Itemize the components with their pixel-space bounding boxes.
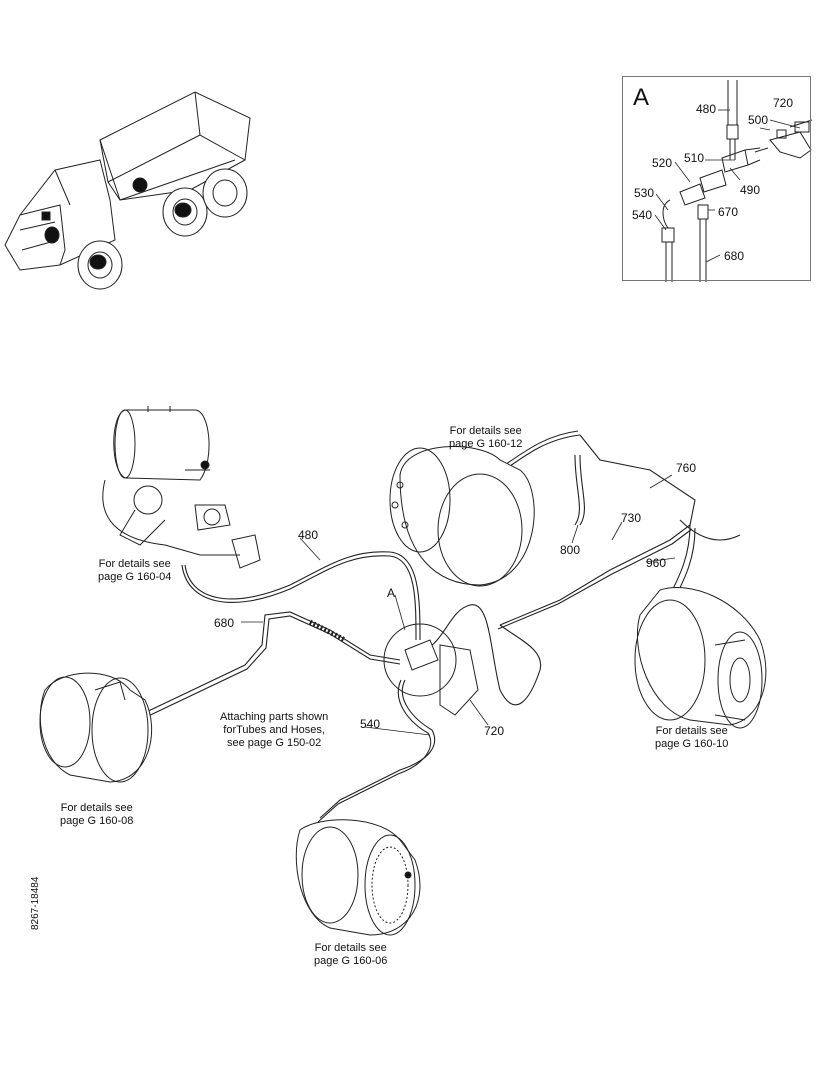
leader-lines xyxy=(241,109,801,736)
wheel-bottom-drawing xyxy=(295,819,421,936)
figure-id: 8267-18484 xyxy=(30,876,41,930)
wheel-left-drawing xyxy=(39,672,152,783)
note-wheel-top-right: For details see page G 160-12 xyxy=(449,425,522,451)
note-line: page G 160-10 xyxy=(655,738,729,750)
junction-a-detail xyxy=(383,623,479,716)
callout-480: 480 xyxy=(298,528,319,542)
inset-callout-510: 510 xyxy=(684,151,705,165)
note-line: page G 160-04 xyxy=(98,571,172,583)
wheel-right-drawing xyxy=(634,586,767,729)
callout-680: 680 xyxy=(214,616,235,630)
inset-a-letter: A xyxy=(633,84,650,111)
callout-960: 960 xyxy=(646,556,667,570)
callout-800: 800 xyxy=(560,543,581,557)
inset-callout-490: 490 xyxy=(740,183,761,197)
callout-a: A xyxy=(387,586,396,600)
note-line: see page G 150-02 xyxy=(227,737,322,749)
inset-callout-680: 680 xyxy=(724,249,745,263)
note-wheel-left: For details see page G 160-08 xyxy=(60,802,133,828)
inset-callout-720: 720 xyxy=(773,96,794,110)
inset-callout-540: 540 xyxy=(632,208,653,222)
note-attaching-parts: Attaching parts shown forTubes and Hoses… xyxy=(220,711,328,750)
note-line: Attaching parts shown xyxy=(220,711,329,723)
callout-760: 760 xyxy=(676,461,697,475)
note-tank: For details see page G 160-04 xyxy=(98,558,171,584)
brake-piping xyxy=(139,430,741,823)
note-line: page G 160-06 xyxy=(314,955,388,967)
note-line: page G 160-12 xyxy=(449,438,523,450)
wheel-top-right-drawing xyxy=(389,446,535,587)
inset-callout-480: 480 xyxy=(696,102,717,116)
air-tank-drawing xyxy=(102,406,261,569)
callout-720: 720 xyxy=(484,724,505,738)
note-wheel-bottom: For details see page G 160-06 xyxy=(314,942,387,968)
callout-730: 730 xyxy=(621,511,642,525)
inset-callout-500: 500 xyxy=(748,113,769,127)
inset-callout-530: 530 xyxy=(634,186,655,200)
note-line: For details see xyxy=(314,942,387,954)
note-line: For details see xyxy=(655,725,728,737)
note-line: page G 160-08 xyxy=(60,815,134,827)
callout-540: 540 xyxy=(360,717,381,731)
truck-overview-drawing xyxy=(4,91,251,290)
inset-a-frame xyxy=(622,76,811,281)
inset-a-drawing xyxy=(661,80,813,282)
note-line: For details see xyxy=(449,425,522,437)
note-line: For details see xyxy=(60,802,133,814)
inset-callout-670: 670 xyxy=(718,205,739,219)
note-line: For details see xyxy=(98,558,171,570)
inset-callout-520: 520 xyxy=(652,156,673,170)
note-wheel-right: For details see page G 160-10 xyxy=(655,725,728,751)
note-line: forTubes and Hoses, xyxy=(223,724,325,736)
